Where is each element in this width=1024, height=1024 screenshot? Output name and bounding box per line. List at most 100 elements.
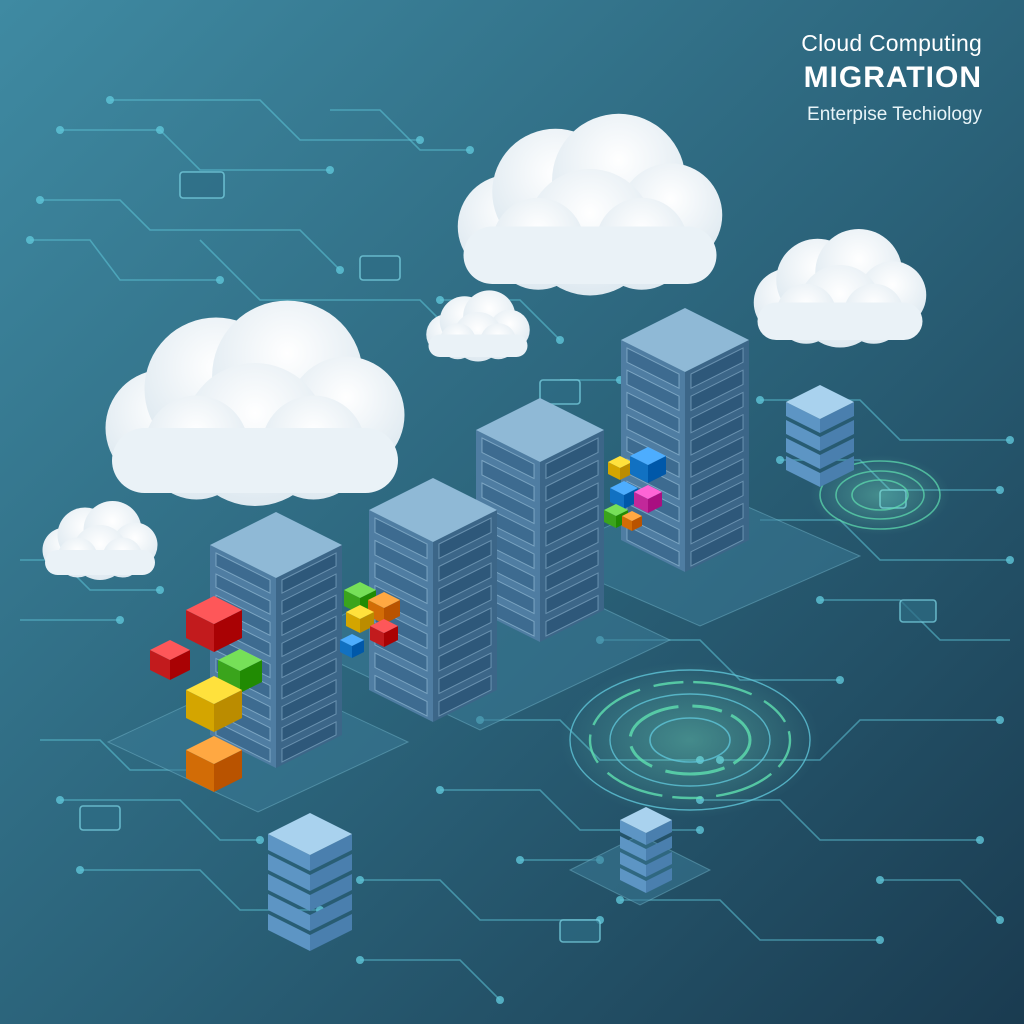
- cloud-base: [757, 302, 923, 340]
- data-block-icon: [634, 485, 662, 513]
- data-block-icon: [218, 649, 262, 693]
- database-stack-icon: [268, 813, 352, 951]
- circuit-node: [616, 896, 624, 904]
- circuit-trace: [760, 519, 1010, 561]
- drive-bay: [438, 584, 492, 627]
- db-side-right: [646, 820, 672, 845]
- drive-bay: [481, 482, 535, 525]
- circuit-node: [156, 126, 164, 134]
- block-top: [150, 640, 190, 660]
- database-stack-icon: [786, 385, 854, 487]
- chip-icon: [359, 255, 401, 281]
- drive-bay: [281, 552, 337, 594]
- db-side-right: [310, 894, 352, 931]
- db-side-right: [820, 420, 854, 451]
- circuit-node: [496, 996, 504, 1004]
- drive-bay: [281, 594, 337, 637]
- chip-icon: [179, 171, 225, 199]
- data-block-icon: [186, 676, 242, 732]
- cloud-icon: [457, 113, 723, 296]
- cloud-base: [428, 334, 528, 357]
- drive-bay: [281, 699, 337, 742]
- title-migration: MIGRATION: [803, 61, 982, 94]
- drive-bay: [438, 562, 492, 605]
- database-stack-icon: [620, 807, 672, 893]
- circuit-trace: [40, 199, 341, 271]
- circuit-node: [356, 956, 364, 964]
- drive-bay: [374, 517, 428, 560]
- circuit-ring-icon: [609, 693, 771, 787]
- cloud-group: [42, 113, 927, 580]
- data-block-icon: [608, 456, 632, 480]
- drive-bay: [626, 413, 680, 456]
- circuit-node: [216, 276, 224, 284]
- block-top: [610, 481, 638, 495]
- circuit-trace: [620, 899, 880, 941]
- db-side-right: [646, 868, 672, 893]
- circuit-node: [976, 836, 984, 844]
- circuit-node: [996, 486, 1004, 494]
- drive-bay: [626, 391, 680, 434]
- cloud-icon: [42, 501, 158, 580]
- server-top: [621, 308, 749, 372]
- drive-bay: [545, 459, 599, 502]
- database-group: [268, 385, 854, 951]
- cloud-icon: [753, 229, 927, 348]
- circuit-node: [996, 916, 1004, 924]
- server-top: [369, 478, 497, 542]
- db-side-left: [786, 420, 820, 451]
- block-top: [368, 592, 400, 608]
- drive-bay: [626, 524, 680, 567]
- chip-icon: [559, 919, 601, 943]
- drive-bay: [545, 527, 599, 570]
- drive-bay: [545, 482, 599, 525]
- circuit-node: [156, 586, 164, 594]
- drive-bay: [438, 652, 492, 695]
- server-top: [210, 512, 342, 578]
- drive-bay: [215, 552, 271, 594]
- drive-bay: [481, 459, 535, 502]
- circuit-node: [1006, 436, 1014, 444]
- circuit-trace: [360, 959, 501, 1001]
- drive-bay: [374, 674, 428, 717]
- circuit-trace: [30, 239, 220, 281]
- db-top: [268, 813, 352, 855]
- db-side-left: [268, 854, 310, 891]
- circuit-node: [996, 716, 1004, 724]
- title-subtitle: Enterpise Techiology: [807, 104, 982, 125]
- circuit-trace: [330, 109, 470, 151]
- data-block-icon: [150, 640, 190, 680]
- drive-bay: [438, 539, 492, 582]
- db-side-left: [620, 836, 646, 861]
- block-top: [634, 485, 662, 499]
- block-top: [346, 605, 374, 619]
- drive-bay: [481, 437, 535, 480]
- ring-glow: [560, 662, 820, 818]
- drive-bay: [690, 413, 744, 456]
- circuit-trace: [360, 879, 600, 921]
- circuit-ring-group: [560, 455, 950, 818]
- chip-icon: [899, 599, 937, 623]
- drive-bay: [281, 636, 337, 679]
- drive-bay: [545, 549, 599, 592]
- db-side-left: [268, 894, 310, 931]
- block-top: [186, 736, 242, 764]
- drive-bay: [690, 524, 744, 567]
- db-side-right: [820, 402, 854, 433]
- circuit-trace: [880, 879, 1001, 921]
- drive-bay: [438, 674, 492, 717]
- data-block-icon: [186, 736, 242, 792]
- db-top: [620, 807, 672, 833]
- drive-bay: [690, 347, 744, 390]
- db-side-left: [268, 834, 310, 871]
- circuit-node: [516, 856, 524, 864]
- drive-bay: [281, 721, 337, 763]
- circuit-node: [436, 296, 444, 304]
- db-side-left: [268, 914, 310, 951]
- circuit-trace: [60, 799, 260, 841]
- db-side-right: [310, 914, 352, 951]
- db-side-right: [310, 854, 352, 891]
- circuit-node: [336, 266, 344, 274]
- block-top: [340, 634, 364, 646]
- drive-bay: [281, 573, 337, 616]
